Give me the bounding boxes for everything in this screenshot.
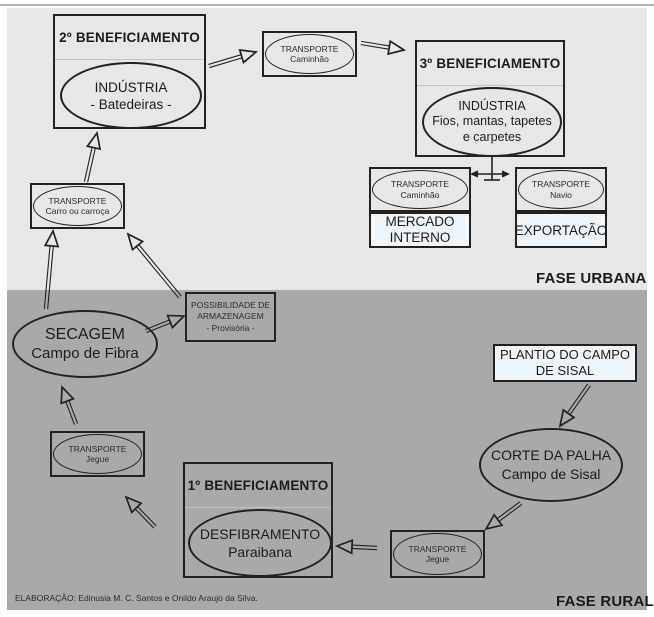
corte-label: CORTE DA PALHA — [490, 447, 612, 463]
benef3-ellipse: INDÚSTRIA Fios, mantas, tapetes e carpet… — [422, 87, 562, 157]
mercado-interno-box: MERCADO INTERNO — [369, 212, 471, 248]
secagem-ellipse: SECAGEM Campo de Fibra — [12, 310, 158, 378]
benef2-industry-sub: - Batedeiras - — [90, 96, 172, 112]
transporte-jegue-corte-ellipse: TRANSPORTE Jegue — [393, 533, 482, 575]
benef3-products-1: Fios, mantas, tapetes — [432, 114, 552, 129]
transporte-jegue-secagem-ellipse: TRANSPORTE Jegue — [53, 434, 142, 474]
benef1-box: 1º BENEFICIAMENTO DESFIBRAMENTO Paraiban… — [183, 462, 333, 578]
benef3-divider — [417, 85, 563, 86]
transport-label: TRANSPORTE — [532, 179, 590, 189]
benef3-box: 3º BENEFICIAMENTO INDÚSTRIA Fios, mantas… — [415, 40, 565, 157]
transporte-caminhao-mercado-ellipse: TRANSPORTE Caminhão — [372, 170, 468, 209]
transporte-carro-box: TRANSPORTE Carro ou carroça — [30, 183, 125, 229]
secagem-label: SECAGEM — [44, 326, 125, 343]
benef3-industry-label: INDÚSTRIA — [458, 98, 526, 113]
transporte-navio-box: TRANSPORTE Navio — [515, 167, 607, 212]
plantio-line-2: DE SISAL — [535, 363, 595, 378]
fase-urbana-label: FASE URBANA — [536, 270, 647, 287]
transport-label: TRANSPORTE — [48, 195, 107, 206]
transporte-jegue-corte-box: TRANSPORTE Jegue — [390, 530, 485, 578]
benef2-title: 2º BENEFICIAMENTO — [59, 29, 200, 45]
transport-label: TRANSPORTE — [68, 443, 127, 454]
possibilidade-line-2: ARMAZENAGEM — [197, 311, 264, 322]
transport-mode: Jegue — [85, 454, 110, 464]
possibilidade-line-3: - Provisória - — [206, 322, 255, 333]
elaboration-credit: ELABORAÇÃO: Edinusia M. C. Santos e Onil… — [15, 593, 258, 603]
secagem-sub: Campo de Fibra — [31, 345, 139, 362]
benef2-ellipse: INDÚSTRIA - Batedeiras - — [60, 62, 202, 129]
possibilidade-armazenagem-box: POSSIBILIDADE DE ARMAZENAGEM - Provisóri… — [185, 292, 276, 342]
benef1-title: 1º BENEFICIAMENTO — [187, 477, 329, 493]
plantio-box: PLANTIO DO CAMPO DE SISAL — [493, 344, 637, 382]
mercado-interno-label-1: MERCADO — [385, 214, 455, 229]
benef3-title: 3º BENEFICIAMENTO — [419, 55, 561, 71]
transporte-caminhao-top-ellipse: TRANSPORTE Caminhão — [265, 34, 354, 74]
transporte-navio-ellipse: TRANSPORTE Navio — [518, 170, 604, 209]
benef2-industry-label: INDÚSTRIA — [94, 79, 168, 95]
exportacao-label: EXPORTAÇÃO — [514, 222, 608, 238]
transport-label: TRANSPORTE — [408, 543, 467, 554]
benef3-products-2: e carpetes — [462, 129, 522, 144]
transporte-caminhao-mercado-box: TRANSPORTE Caminhão — [369, 167, 471, 212]
benef2-divider — [55, 59, 204, 60]
possibilidade-line-1: POSSIBILIDADE DE — [191, 299, 270, 310]
transport-mode: Caminhão — [290, 54, 329, 64]
corte-palha-ellipse: CORTE DA PALHA Campo de Sisal — [479, 428, 623, 502]
benef1-process-sub: Paraibana — [228, 544, 292, 560]
transport-mode: Caminhão — [400, 189, 440, 200]
transport-label: TRANSPORTE — [391, 179, 449, 189]
fase-rural-label: FASE RURAL — [556, 593, 654, 610]
benef1-process-label: DESFIBRAMENTO — [199, 526, 321, 542]
top-border-line — [0, 4, 654, 6]
transporte-carro-ellipse: TRANSPORTE Carro ou carroça — [33, 186, 122, 226]
transport-mode: Carro ou carroça — [45, 206, 110, 216]
corte-sub: Campo de Sisal — [501, 466, 601, 482]
mercado-interno-label-2: INTERNO — [389, 230, 451, 245]
benef2-box: 2º BENEFICIAMENTO INDÚSTRIA - Batedeiras… — [53, 14, 206, 129]
transport-label: TRANSPORTE — [280, 43, 339, 54]
benef1-divider — [185, 507, 331, 508]
transport-mode: Navio — [550, 189, 572, 200]
plantio-line-1: PLANTIO DO CAMPO — [499, 347, 631, 362]
exportacao-box: EXPORTAÇÃO — [515, 212, 607, 248]
benef1-ellipse: DESFIBRAMENTO Paraibana — [188, 509, 332, 577]
transporte-caminhao-top-box: TRANSPORTE Caminhão — [262, 31, 357, 77]
transporte-jegue-secagem-box: TRANSPORTE Jegue — [50, 431, 145, 477]
transport-mode: Jegue — [425, 554, 450, 564]
